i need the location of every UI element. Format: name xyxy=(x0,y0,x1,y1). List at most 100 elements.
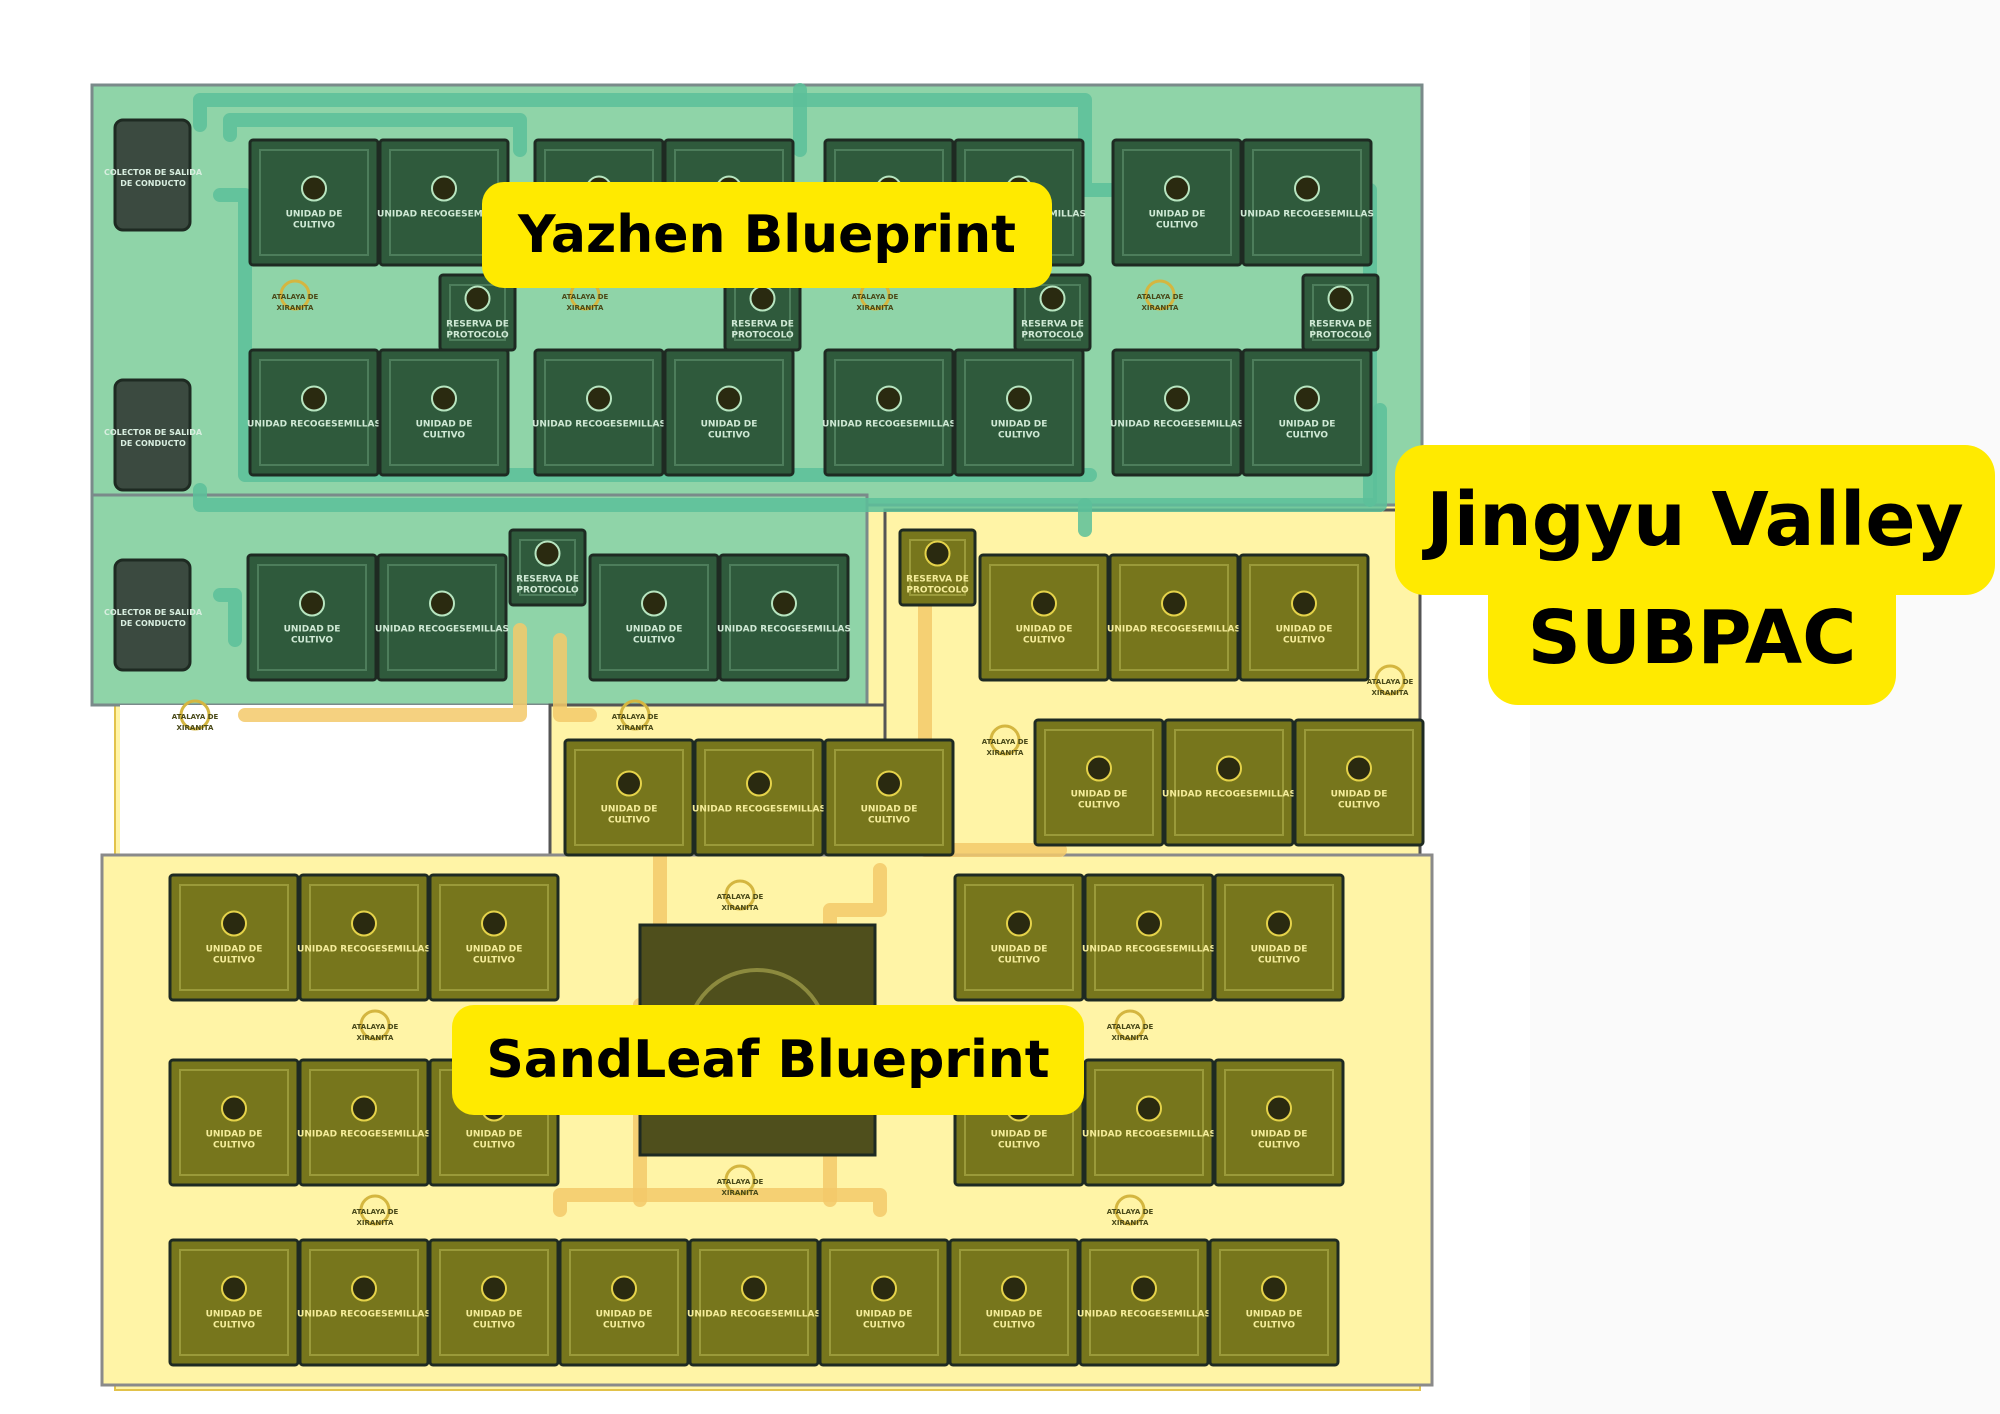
cultivation-unit-55-icon xyxy=(1261,1275,1287,1302)
cultivation-unit-55-inner xyxy=(1219,1249,1329,1356)
seed-unit-18 xyxy=(1111,348,1243,477)
cultivation-unit-32-icon xyxy=(616,770,642,797)
seed-unit-51 xyxy=(688,1238,820,1367)
seed-unit-30-label: UNIDAD RECOGESEMILLAS xyxy=(1162,790,1296,800)
reserve-unit-22-icon xyxy=(534,540,561,567)
cultivation-unit-34-icon xyxy=(876,770,902,797)
cultivation-unit-0-icon xyxy=(301,175,327,202)
seed-unit-38-label: UNIDAD RECOGESEMILLAS xyxy=(297,1130,431,1140)
cultivation-unit-32-inner xyxy=(574,749,684,846)
seed-unit-38-inner xyxy=(309,1069,419,1176)
seed-unit-30-icon xyxy=(1216,755,1242,782)
cultivation-unit-9-inner xyxy=(674,359,784,466)
pipe-top-inner xyxy=(223,113,527,157)
cultivation-unit-9 xyxy=(663,348,795,477)
reserve-unit-17-inner xyxy=(1312,284,1369,341)
seed-unit-16 xyxy=(1241,138,1373,267)
pipe-lower xyxy=(213,588,242,647)
pipe-orange-2 xyxy=(553,633,597,722)
seed-unit-13-inner xyxy=(834,359,944,466)
seed-unit-43-inner xyxy=(1094,884,1204,991)
cultivation-unit-19 xyxy=(1241,348,1373,477)
cultivation-unit-41-icon xyxy=(1006,910,1032,937)
seed-unit-43-label: UNIDAD RECOGESEMILLAS xyxy=(1082,945,1216,955)
seed-unit-8-label: UNIDAD RECOGESEMILLAS xyxy=(532,420,666,430)
cultivation-unit-53-icon xyxy=(1001,1275,1027,1302)
seed-unit-8 xyxy=(533,348,665,477)
seed-unit-48-label: UNIDAD RECOGESEMILLAS xyxy=(297,1310,431,1320)
cultivation-unit-39-inner xyxy=(439,884,549,991)
cultivation-unit-34-inner xyxy=(834,749,944,846)
reserve-unit-22-inner xyxy=(519,539,576,596)
cultivation-unit-14-icon xyxy=(1006,385,1032,412)
seed-unit-13-label: UNIDAD RECOGESEMILLAS xyxy=(822,420,956,430)
cultivation-unit-19-icon xyxy=(1294,385,1320,412)
reserve-unit-2-inner xyxy=(449,284,506,341)
cultivation-unit-47 xyxy=(168,1238,300,1367)
seed-unit-44-icon xyxy=(1136,1095,1162,1122)
cultivation-unit-4-inner xyxy=(389,359,499,466)
reserve-unit-12-icon xyxy=(1039,285,1066,312)
sandleaf-blueprint-label: SandLeaf Blueprint xyxy=(452,1005,1084,1115)
cultivation-unit-49-icon xyxy=(481,1275,507,1302)
seed-unit-1-icon xyxy=(431,175,457,202)
cultivation-unit-9-icon xyxy=(716,385,742,412)
cultivation-unit-15-inner xyxy=(1122,149,1232,256)
jingyu-valley-label: Jingyu Valley xyxy=(1426,477,1964,563)
atalaya-10 xyxy=(1114,1009,1146,1041)
atalaya-13 xyxy=(1114,1194,1146,1226)
seed-unit-37 xyxy=(298,873,430,1002)
seed-unit-44 xyxy=(1083,1058,1215,1187)
cultivation-unit-50 xyxy=(558,1238,690,1367)
seed-unit-33-icon xyxy=(746,770,772,797)
seed-unit-48-icon xyxy=(351,1275,377,1302)
atalaya-6 xyxy=(989,724,1021,756)
seed-unit-27-icon xyxy=(1161,590,1187,617)
collector-0 xyxy=(113,118,192,232)
cultivation-unit-29 xyxy=(1033,718,1165,847)
cultivation-unit-31-icon xyxy=(1346,755,1372,782)
seed-unit-16-label: UNIDAD RECOGESEMILLAS xyxy=(1240,210,1374,220)
cultivation-unit-50-icon xyxy=(611,1275,637,1302)
reserve-unit-25-inner xyxy=(909,539,966,596)
cultivation-unit-4-icon xyxy=(431,385,457,412)
cultivation-unit-20-inner xyxy=(257,564,367,671)
seed-unit-24-inner xyxy=(729,564,839,671)
seed-unit-21 xyxy=(376,553,508,682)
cultivation-unit-20 xyxy=(246,553,378,682)
cultivation-unit-45-icon xyxy=(1266,910,1292,937)
seed-unit-37-label: UNIDAD RECOGESEMILLAS xyxy=(297,945,431,955)
seed-unit-21-icon xyxy=(429,590,455,617)
atalaya-0 xyxy=(279,279,311,311)
reserve-unit-17-icon xyxy=(1327,285,1354,312)
reserve-unit-22 xyxy=(508,528,587,607)
cultivation-unit-39 xyxy=(428,873,560,1002)
atalaya-3 xyxy=(1144,279,1176,311)
seed-unit-24-icon xyxy=(771,590,797,617)
seed-unit-24-label: UNIDAD RECOGESEMILLAS xyxy=(717,625,851,635)
cultivation-unit-36-inner xyxy=(179,1069,289,1176)
reserve-unit-25-icon xyxy=(924,540,951,567)
seed-unit-18-icon xyxy=(1164,385,1190,412)
cultivation-unit-32 xyxy=(563,738,695,857)
seed-unit-54-label: UNIDAD RECOGESEMILLAS xyxy=(1077,1310,1211,1320)
cultivation-unit-14-inner xyxy=(964,359,1074,466)
